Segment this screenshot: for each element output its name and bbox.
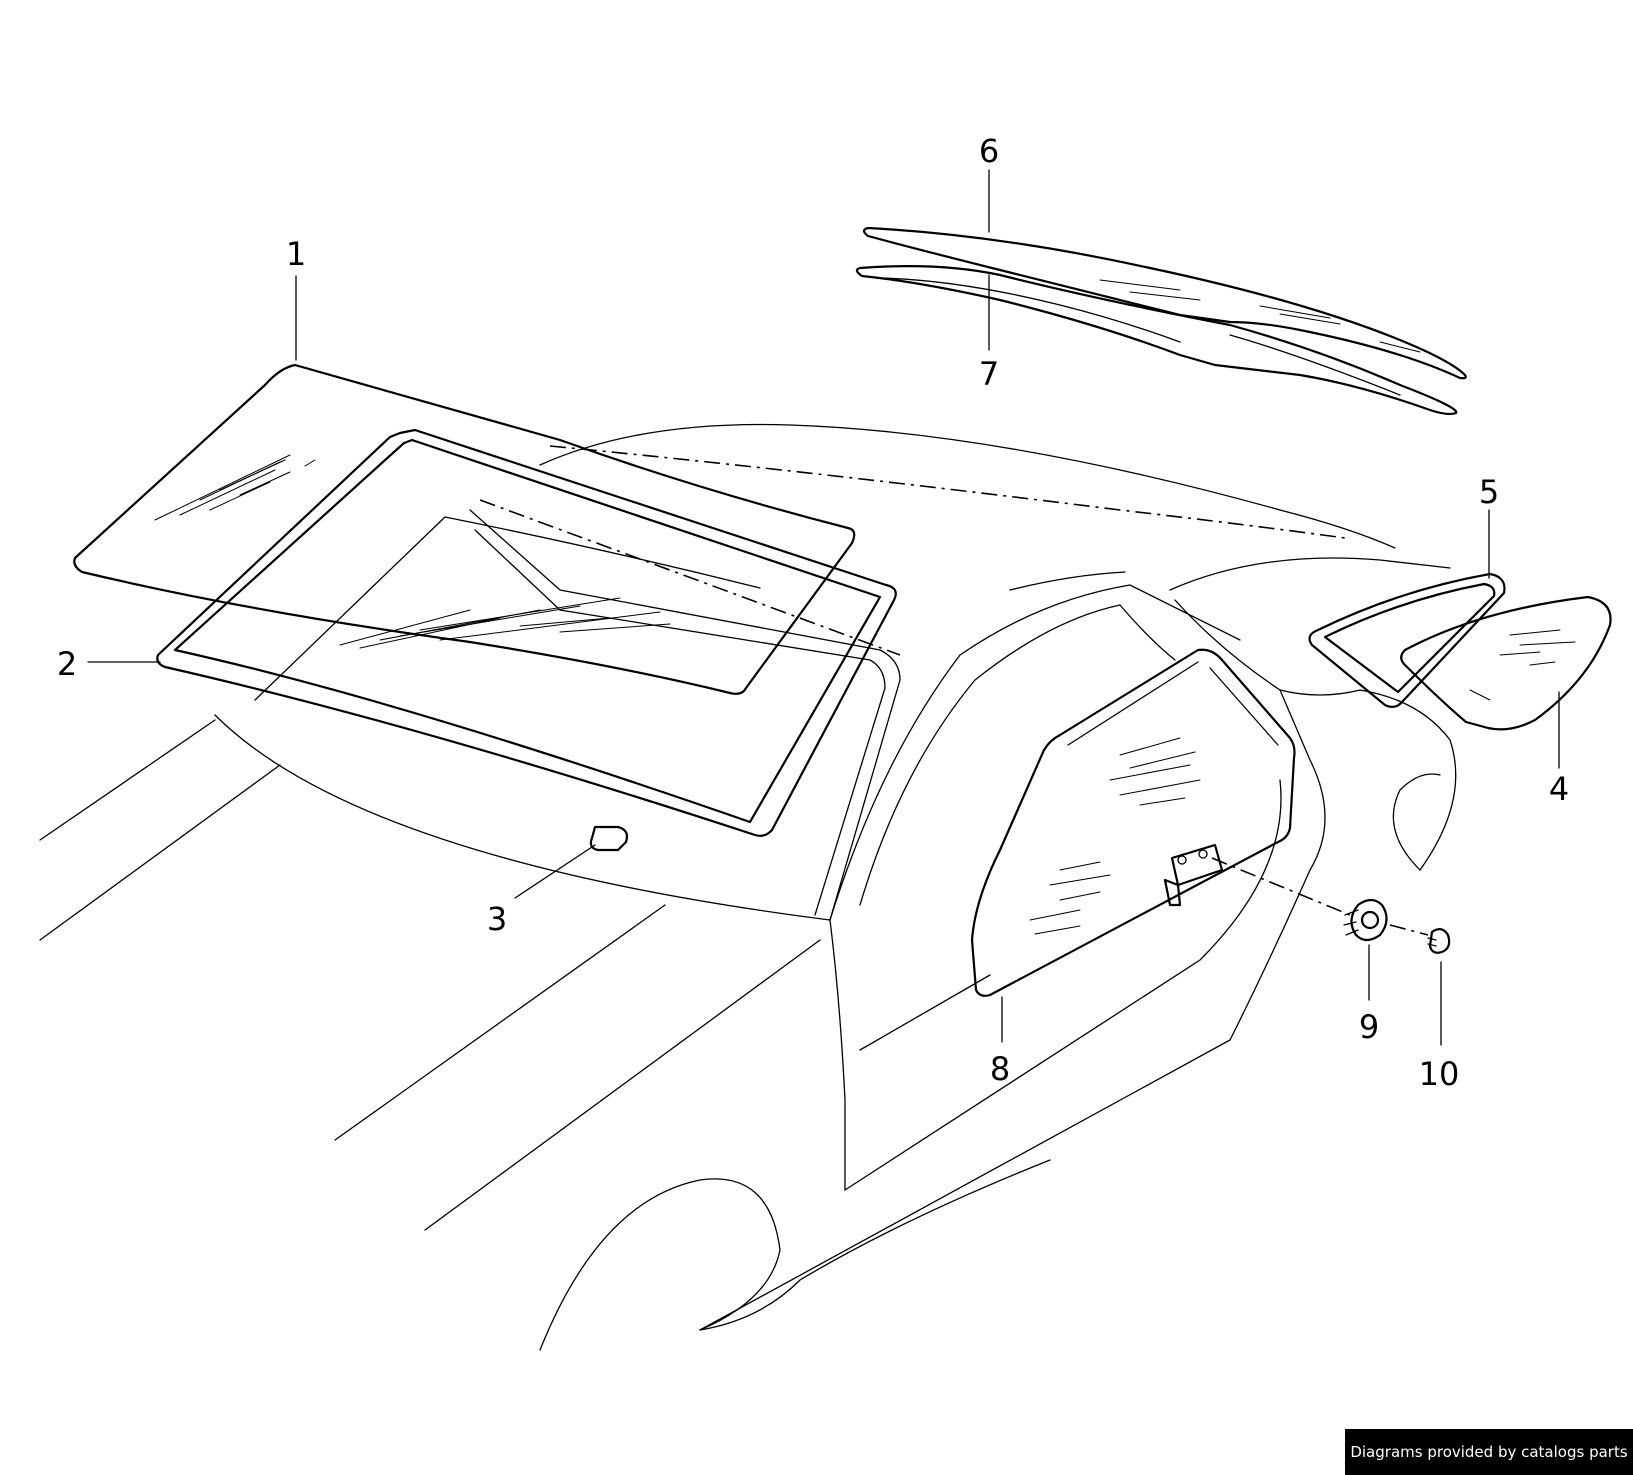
car-body-outline bbox=[39, 423, 1457, 1351]
callout-1: 1 bbox=[286, 235, 306, 273]
quarter-window-glass bbox=[1400, 595, 1612, 731]
windshield-seal bbox=[156, 428, 897, 837]
callout-7: 7 bbox=[979, 355, 999, 393]
callout-8: 8 bbox=[990, 1050, 1010, 1088]
quarter-window-seal bbox=[1308, 572, 1506, 709]
callout-10: 10 bbox=[1419, 1055, 1460, 1093]
callout-9: 9 bbox=[1359, 1008, 1379, 1046]
callout-labels: 1 2 3 4 5 6 7 8 9 10 bbox=[57, 132, 1569, 1093]
fastener-screw bbox=[1427, 928, 1451, 954]
callout-6: 6 bbox=[979, 132, 999, 170]
windshield-glass bbox=[73, 363, 856, 695]
callout-2: 2 bbox=[57, 645, 77, 683]
callout-3: 3 bbox=[487, 900, 507, 938]
roof-trim-strip-lower bbox=[855, 265, 1458, 416]
callout-leaders bbox=[87, 169, 1560, 1046]
door-window-glass bbox=[970, 648, 1351, 997]
windshield-clip bbox=[589, 825, 629, 852]
roof-trim-strip-upper bbox=[862, 226, 1467, 380]
credit-badge: Diagrams provided by catalogs parts bbox=[1345, 1429, 1633, 1475]
callout-5: 5 bbox=[1479, 473, 1499, 511]
callout-4: 4 bbox=[1549, 770, 1569, 808]
fastener-nut bbox=[1343, 898, 1429, 942]
